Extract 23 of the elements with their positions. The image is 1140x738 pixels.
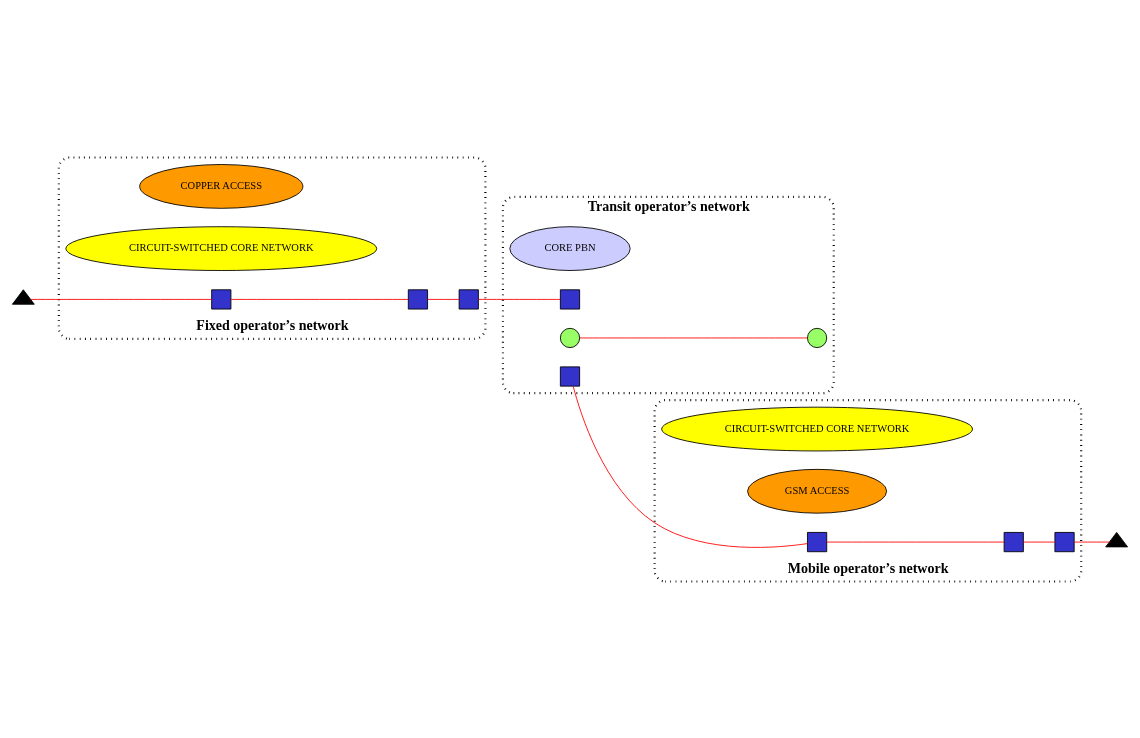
node-ellipse: CIRCUIT-SWITCHED CORE NETWORK: [661, 406, 973, 451]
node-circle: [807, 327, 828, 348]
connector: [230, 298, 409, 300]
node-box: [559, 288, 581, 309]
node-ellipse: COPPER ACCESS: [139, 163, 304, 209]
node-ellipse: CIRCUIT-SWITCHED CORE NETWORK: [65, 225, 378, 271]
connector: [1073, 541, 1110, 542]
node-box: [559, 365, 581, 387]
connector: [30, 298, 212, 300]
node-ellipse: CORE PBN: [509, 225, 631, 271]
connector: [478, 298, 561, 300]
node-box: [211, 288, 232, 309]
node-box: [807, 531, 828, 552]
node-box: [1054, 531, 1075, 552]
node-triangle: [11, 288, 35, 305]
node-box: [458, 288, 479, 309]
node-box: [1003, 531, 1024, 552]
node-ellipse: GSM ACCESS: [747, 468, 888, 514]
connector: [427, 298, 460, 300]
node-triangle: [1105, 531, 1129, 547]
connector: [572, 385, 808, 548]
node-box: [407, 288, 428, 309]
node-circle: [559, 327, 581, 348]
